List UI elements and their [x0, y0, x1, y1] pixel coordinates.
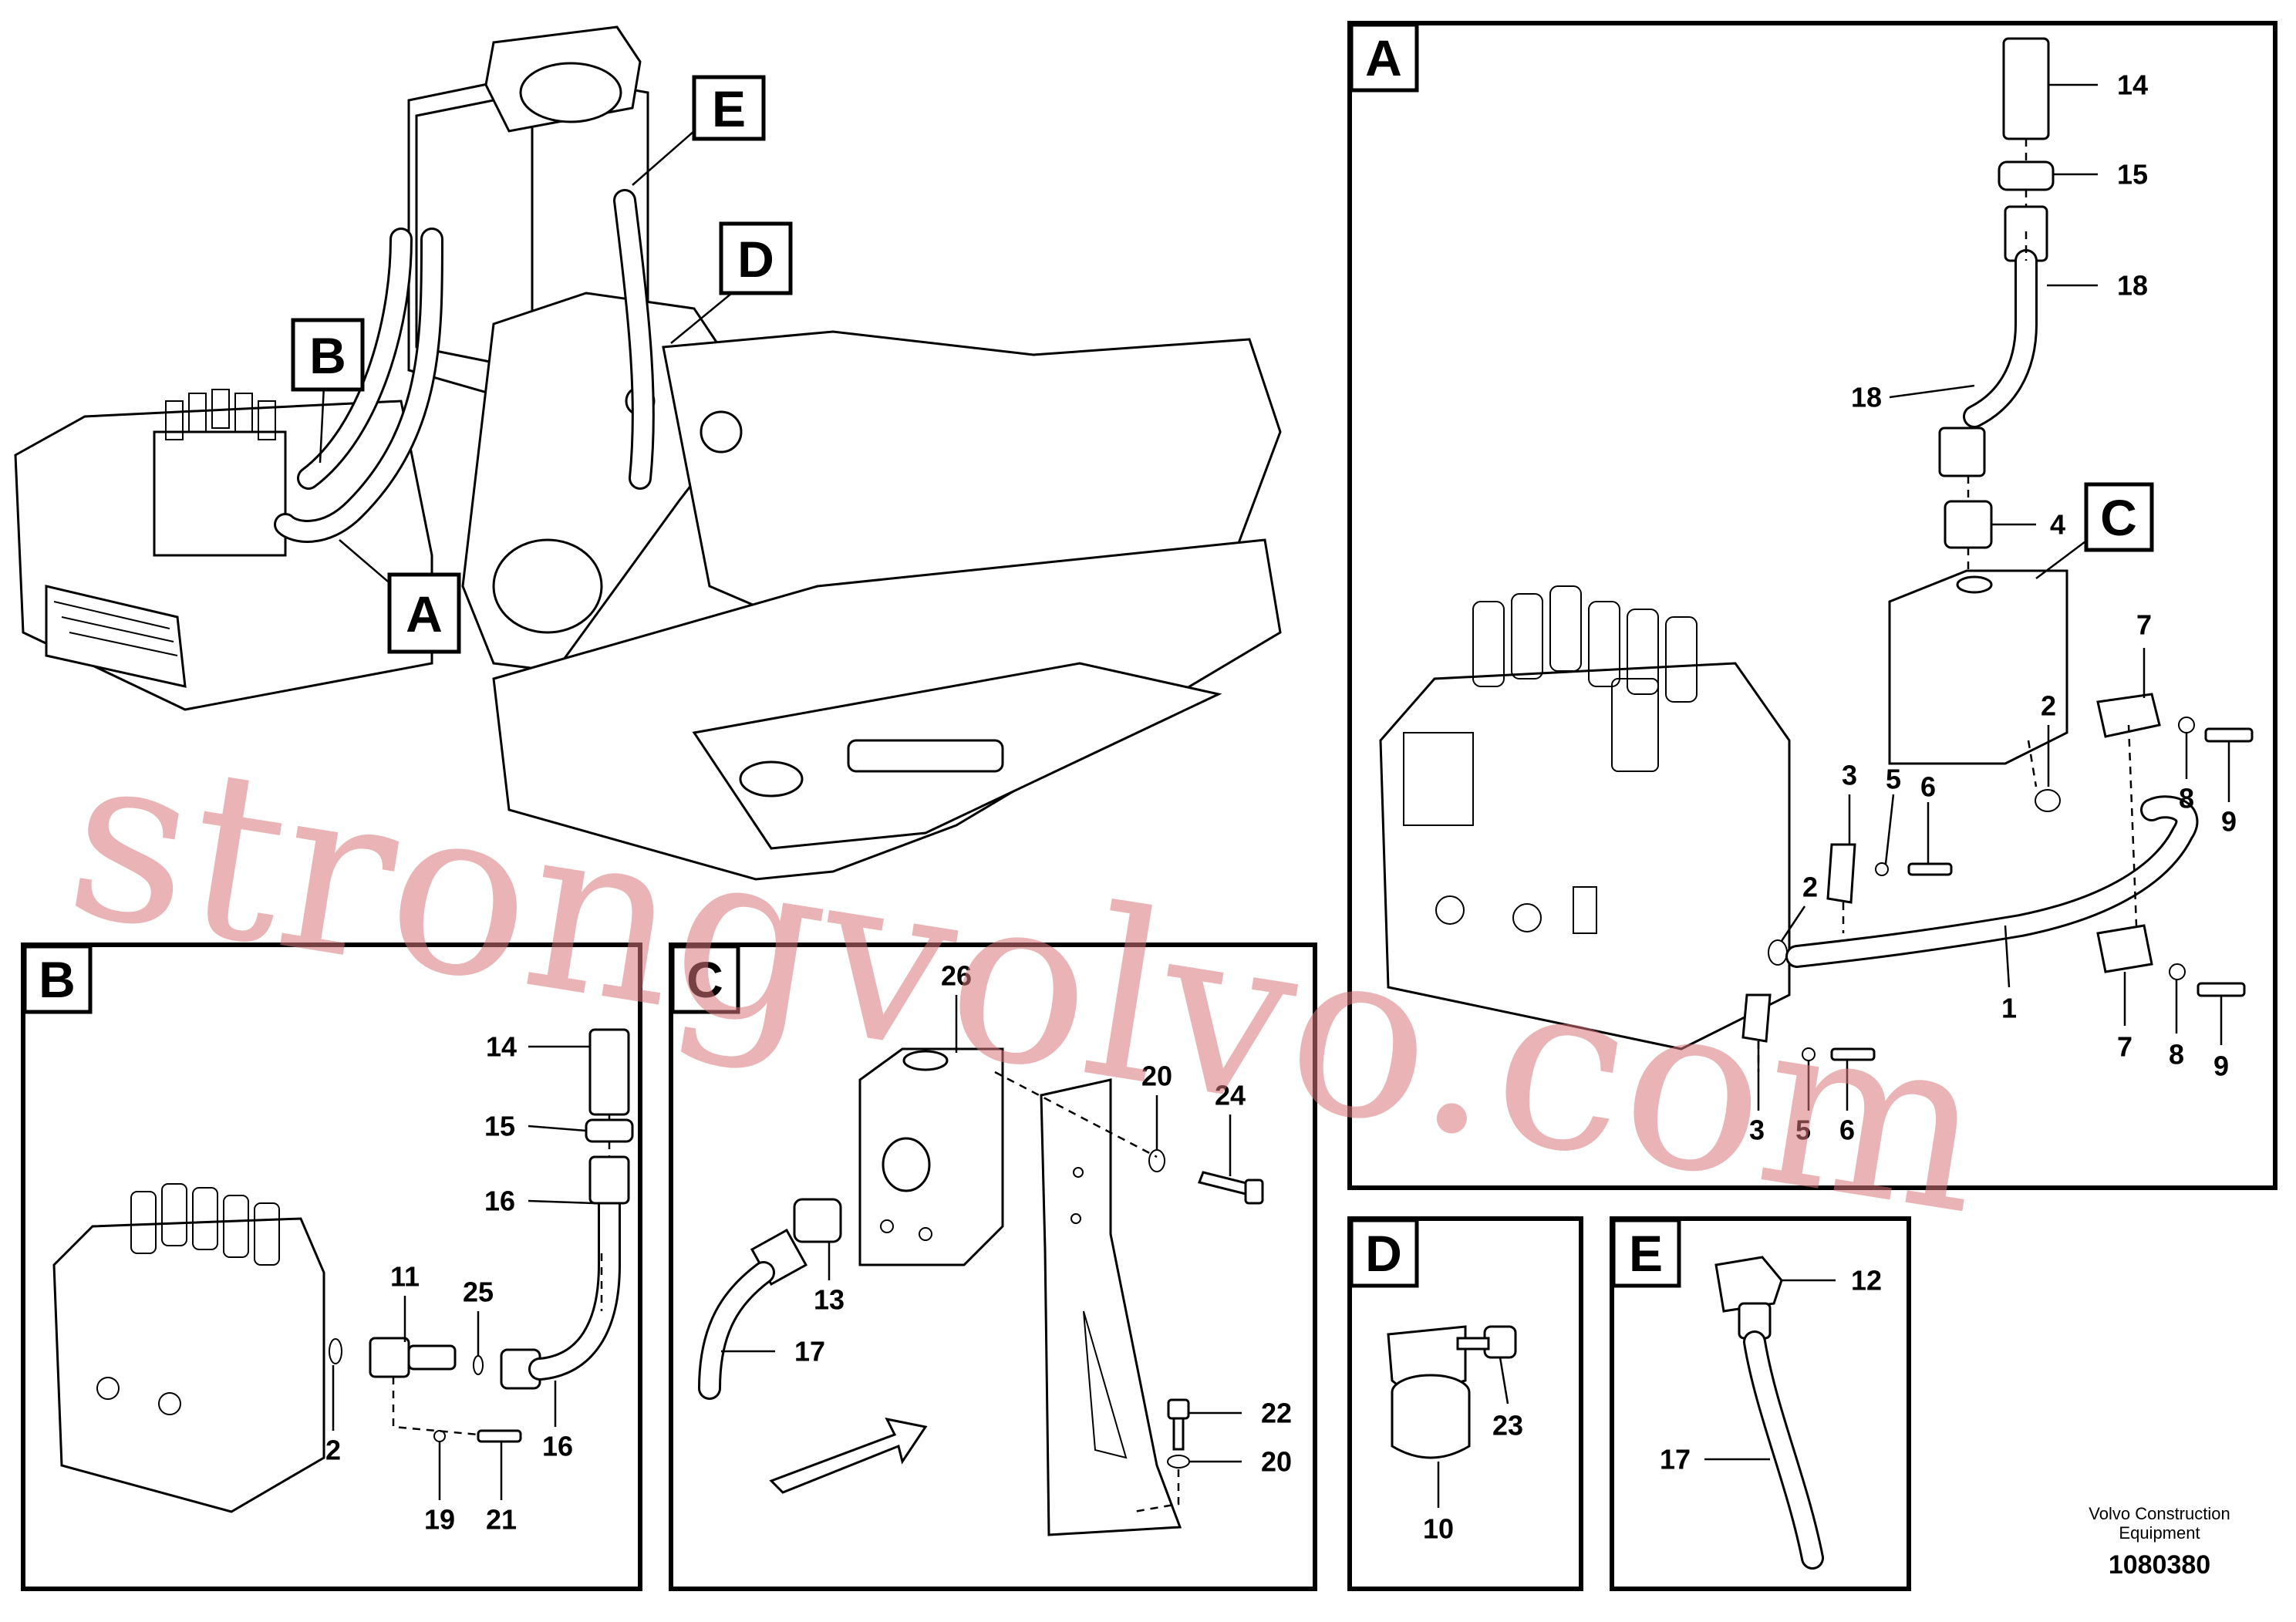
panel-a-label-1: 1	[2001, 993, 2017, 1024]
callout-c-in-panel-a: C	[2100, 489, 2137, 546]
machine-frame-overview	[14, 25, 1282, 881]
panel-c-label-20-lower: 20	[1261, 1446, 1292, 1478]
callout-d-main: D	[670, 221, 793, 344]
callout-a-main-label: A	[406, 585, 443, 642]
panel-a-label-7-lower: 7	[2117, 1031, 2132, 1063]
panel-c-label-26: 26	[941, 960, 972, 992]
panel-a-label-9-lower: 9	[2213, 1050, 2229, 1082]
panel-a-label-18-lower: 18	[1851, 382, 1882, 413]
panel-c: C 26 20 24 13 17	[669, 943, 1317, 1591]
company-name-line2: Equipment	[2119, 1523, 2200, 1543]
panel-a-label-18-upper: 18	[2117, 270, 2148, 302]
panel-a-letter: A	[1365, 29, 1402, 86]
panel-d-label-10: 10	[1423, 1513, 1454, 1545]
panel-a-label-14: 14	[2117, 69, 2148, 101]
panel-a-label-8-upper: 8	[2179, 783, 2194, 814]
panel-e-letter: E	[1629, 1225, 1663, 1282]
panel-b-label-19: 19	[424, 1504, 455, 1536]
panel-e-label-17: 17	[1660, 1444, 1691, 1475]
panel-a-label-5-lower: 5	[1795, 1114, 1811, 1146]
panel-a-label-3-lower: 3	[1749, 1114, 1765, 1146]
callout-e-main-label: E	[712, 80, 746, 137]
panel-a-label-2-upper: 2	[2041, 690, 2056, 722]
panel-b-label-16-upper: 16	[484, 1185, 515, 1217]
panel-c-label-17: 17	[794, 1336, 825, 1367]
panel-b-letter: B	[39, 951, 76, 1008]
panel-e: E 12 17	[1610, 1216, 1911, 1591]
panel-a: A	[1347, 21, 2277, 1190]
panel-a-label-15: 15	[2117, 159, 2148, 191]
panel-c-label-20-upper: 20	[1141, 1061, 1172, 1092]
panel-b-label-11: 11	[390, 1261, 420, 1293]
panel-b-label-2: 2	[325, 1435, 341, 1466]
panel-c-label-13: 13	[814, 1284, 845, 1316]
panel-d-label-23: 23	[1492, 1410, 1523, 1442]
panel-d-letter: D	[1365, 1225, 1402, 1282]
panel-e-label-12: 12	[1851, 1265, 1882, 1297]
panel-a-label-8-lower: 8	[2169, 1039, 2184, 1071]
panel-c-label-22: 22	[1261, 1398, 1292, 1429]
panel-b-label-21: 21	[486, 1504, 517, 1536]
company-name-line1: Volvo Construction	[2089, 1504, 2230, 1523]
panel-b-label-16-lower: 16	[542, 1431, 573, 1462]
callout-b-main-label: B	[309, 327, 346, 384]
panel-a-label-6-lower: 6	[1839, 1114, 1855, 1146]
panel-c-letter: C	[686, 951, 723, 1008]
panel-b-label-25: 25	[463, 1276, 494, 1308]
panel-a-label-4: 4	[2050, 509, 2065, 541]
document-number: 1080380	[2109, 1550, 2210, 1580]
panel-a-label-7-upper: 7	[2136, 609, 2152, 641]
panel-a-label-9-upper: 9	[2221, 806, 2237, 838]
panel-b: B 14 15 16	[21, 943, 642, 1591]
callout-b-main: B	[291, 318, 365, 464]
callout-d-main-label: D	[737, 231, 774, 288]
panel-a-label-6-upper: 6	[1920, 771, 1936, 803]
panel-b-label-15: 15	[484, 1111, 515, 1142]
panel-a-label-2-lower: 2	[1802, 872, 1818, 903]
panel-a-label-3-upper: 3	[1842, 760, 1857, 791]
panel-d: D 23 10	[1347, 1216, 1583, 1591]
callout-e-main: E	[632, 75, 766, 186]
panel-b-label-14: 14	[486, 1031, 517, 1063]
panel-c-label-24: 24	[1215, 1080, 1246, 1111]
callout-a-main: A	[339, 539, 461, 654]
panel-a-label-5-upper: 5	[1886, 764, 1901, 795]
